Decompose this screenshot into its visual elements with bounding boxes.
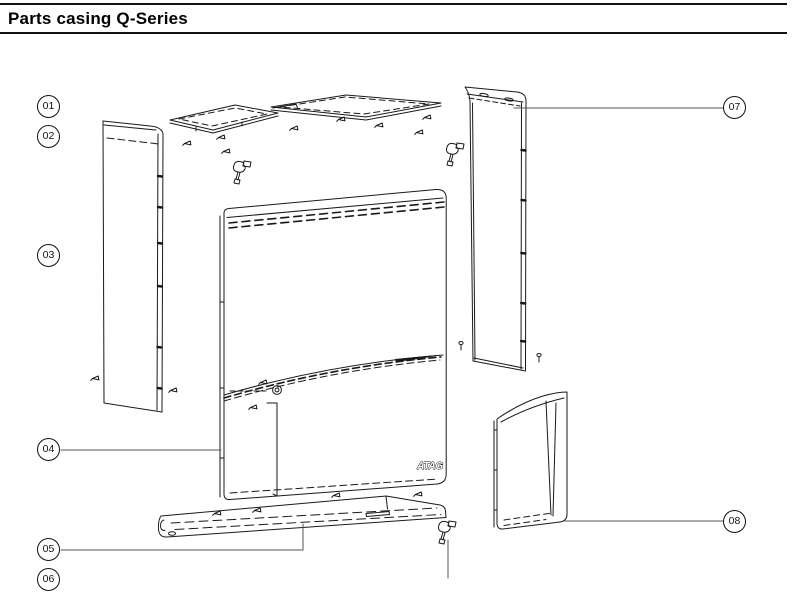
fastener-clip-right xyxy=(446,142,465,167)
callout-06: 06 xyxy=(37,568,60,591)
callout-02: 02 xyxy=(37,125,60,148)
callout-03: 03 xyxy=(37,244,60,267)
bottom-tray xyxy=(157,491,447,538)
callout-08: 08 xyxy=(723,510,746,533)
callout-05: 05 xyxy=(37,538,60,561)
callout-07: 07 xyxy=(723,96,746,119)
front-panel: ATAG xyxy=(219,188,447,501)
atag-logo: ATAG xyxy=(416,461,443,472)
callout-04: 04 xyxy=(37,438,60,461)
right-side-panel xyxy=(458,86,542,372)
fastener-clip-bottom xyxy=(438,520,457,545)
fastener-clip-left xyxy=(233,160,252,185)
title-underline-rule xyxy=(0,32,787,34)
small-side-panel xyxy=(493,391,568,530)
top-rule xyxy=(0,3,787,5)
left-side-panel xyxy=(90,120,178,413)
top-panel-right xyxy=(270,94,442,121)
top-screws xyxy=(182,114,432,154)
page-title: Parts casing Q-Series xyxy=(8,9,188,28)
leader-lines xyxy=(60,107,724,579)
leader-05 xyxy=(60,523,304,551)
top-panel-left xyxy=(169,104,279,134)
callout-01: 01 xyxy=(37,95,60,118)
